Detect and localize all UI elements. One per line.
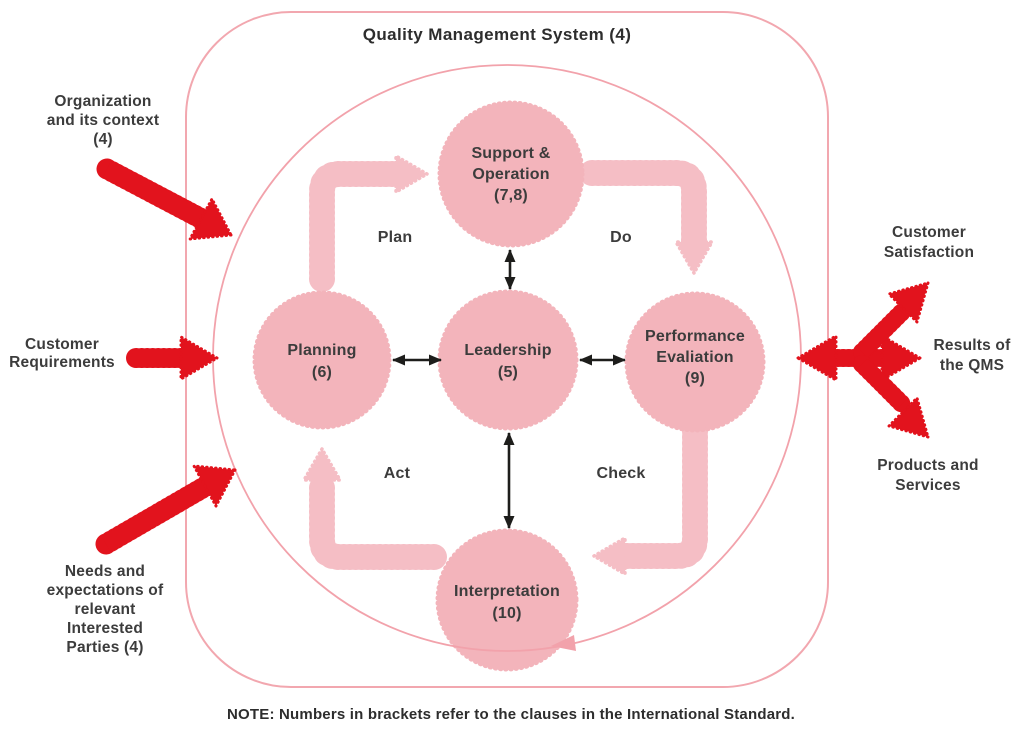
planning-label-line2: (6): [312, 364, 332, 381]
organization-arrowhead-icon: [188, 197, 233, 241]
input-arrows: [95, 158, 237, 555]
do-arrow: [579, 160, 714, 275]
needs-label-line5: Parties (4): [66, 639, 143, 656]
plan-arrow: [309, 154, 429, 292]
output-left-arrowhead-icon: [796, 334, 838, 382]
circle-performance-evaluation: Performance Evaliation (9): [624, 291, 766, 433]
organization-label-line1: Organization: [54, 93, 151, 110]
check-arrow: [592, 418, 708, 576]
performance-label-line3: (9): [685, 370, 705, 387]
circle-planning: Planning (6): [252, 290, 392, 430]
results-label-line2: the QMS: [940, 357, 1004, 374]
customer-satisfaction-label-line2: Satisfaction: [884, 244, 974, 261]
customer-satisfaction-label-line1: Customer: [892, 224, 966, 241]
customer-requirements-label-line1: Customer: [25, 336, 99, 353]
pdca-step-labels: Plan Do Check Act: [378, 229, 646, 482]
do-arrowhead-icon: [674, 240, 714, 275]
output-right-arrowhead-icon: [880, 334, 922, 382]
needs-input-arrow: [95, 464, 237, 555]
products-label-line2: Services: [895, 477, 960, 494]
plan-arrowhead-icon: [394, 154, 429, 194]
needs-label-line1: Needs and: [65, 563, 145, 580]
needs-label-line3: relevant: [74, 601, 135, 618]
organization-label-line3: (4): [93, 131, 113, 148]
act-arrow: [302, 447, 447, 570]
interpretation-label-line1: Interpretation: [454, 583, 560, 600]
output-up-arrowhead-icon: [887, 281, 930, 324]
output-arrow: [796, 281, 930, 439]
circle-leadership: Leadership (5): [437, 289, 579, 431]
customer-requirements-label-line2: Requirements: [9, 354, 115, 371]
customer-requirements-arrowhead-icon: [179, 335, 219, 381]
output-down-arrowhead-icon: [887, 396, 930, 439]
leadership-label-line1: Leadership: [464, 342, 551, 359]
support-label-line3: (7,8): [494, 187, 528, 204]
process-circles: Support & Operation (7,8) Planning (6) L…: [252, 100, 766, 672]
circle-interpretation: Interpretation (10): [435, 528, 579, 672]
planning-label-line1: Planning: [287, 342, 356, 359]
needs-label-line4: Interested: [67, 620, 143, 637]
organization-input-arrow: [96, 158, 233, 241]
check-arrowhead-icon: [592, 536, 627, 576]
diagram-title: Quality Management System (4): [363, 25, 632, 44]
support-label-line2: Operation: [472, 166, 549, 183]
needs-label-line2: expectations of: [47, 582, 164, 599]
performance-label-line2: Evaliation: [656, 349, 734, 366]
pdca-cycle-arrows: [302, 154, 714, 576]
interpretation-label-line2: (10): [492, 605, 521, 622]
products-label-line1: Products and: [877, 457, 978, 474]
qms-cycle-ellipse-arrowhead-icon: [551, 635, 576, 651]
needs-arrowhead-icon: [192, 464, 237, 508]
leadership-connectors: [392, 249, 626, 529]
customer-requirements-input-arrow: [126, 335, 219, 381]
input-labels: Organization and its context (4) Custome…: [9, 93, 164, 656]
support-label-line1: Support &: [471, 145, 550, 162]
results-label-line1: Results of: [934, 337, 1012, 354]
circle-support-operation: Support & Operation (7,8): [437, 100, 585, 248]
act-label: Act: [384, 465, 411, 482]
note-text: NOTE: Numbers in brackets refer to the c…: [227, 706, 795, 723]
performance-label-line1: Performance: [645, 328, 745, 345]
check-label: Check: [596, 465, 645, 482]
plan-label: Plan: [378, 229, 413, 246]
do-label: Do: [610, 229, 632, 246]
act-arrowhead-icon: [302, 447, 342, 482]
organization-label-line2: and its context: [47, 112, 159, 129]
leadership-label-line2: (5): [498, 364, 518, 381]
output-labels: Customer Satisfaction Results of the QMS…: [877, 224, 1011, 494]
